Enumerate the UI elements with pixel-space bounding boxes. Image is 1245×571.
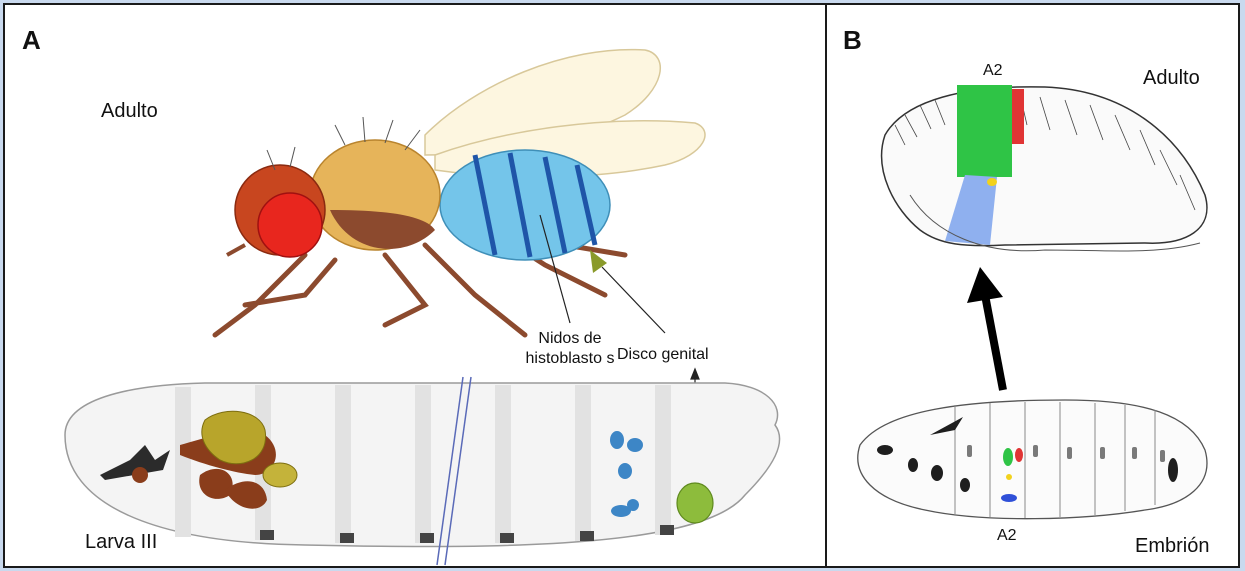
imaginal-disc-olive-2	[263, 463, 297, 487]
embryo-a2-green	[1003, 448, 1013, 466]
adult-fly-illustration	[215, 50, 705, 335]
genital-disc-arrowhead	[691, 369, 699, 379]
adult-abdomen-illustration	[882, 85, 1207, 251]
embryo-a2-blue	[1001, 494, 1017, 502]
segment-a2-bottom-label: A2	[997, 526, 1017, 546]
embryo-label: Embrión	[1135, 535, 1209, 558]
figure-frame: A Adulto Larva III Nidos de histoblasto …	[3, 3, 1240, 568]
histoblast-label-line2: histoblasto s	[526, 350, 615, 367]
panel-a-letter: A	[22, 25, 41, 56]
a2-yellow-spot	[987, 178, 997, 186]
embryo-illustration	[858, 400, 1207, 519]
a2-tergite-red	[1012, 89, 1024, 144]
genital-pointer-line	[602, 267, 665, 333]
genital-disc	[677, 483, 713, 523]
genital-disc-label: Disco genital	[617, 345, 709, 365]
embryo-a2-red	[1015, 448, 1023, 462]
panel-a-adult-label: Adulto	[101, 100, 158, 123]
figure-artwork	[5, 5, 1238, 566]
development-arrow	[967, 267, 1003, 390]
panel-b-letter: B	[843, 25, 862, 56]
histoblast-label: Nidos de histoblasto s	[525, 329, 615, 369]
fly-antenna	[227, 245, 245, 255]
segment-a2-top-label: A2	[983, 61, 1003, 81]
imaginal-disc-brown-4	[132, 467, 148, 483]
embryo-a2-yellow	[1006, 474, 1012, 480]
panel-b-adult-label: Adulto	[1143, 67, 1200, 90]
larva-label: Larva III	[85, 531, 157, 554]
histoblast-label-line1: Nidos de	[538, 330, 601, 347]
larva-illustration	[65, 377, 780, 565]
fly-eye	[258, 193, 322, 257]
a2-tergite-green	[957, 85, 1012, 177]
